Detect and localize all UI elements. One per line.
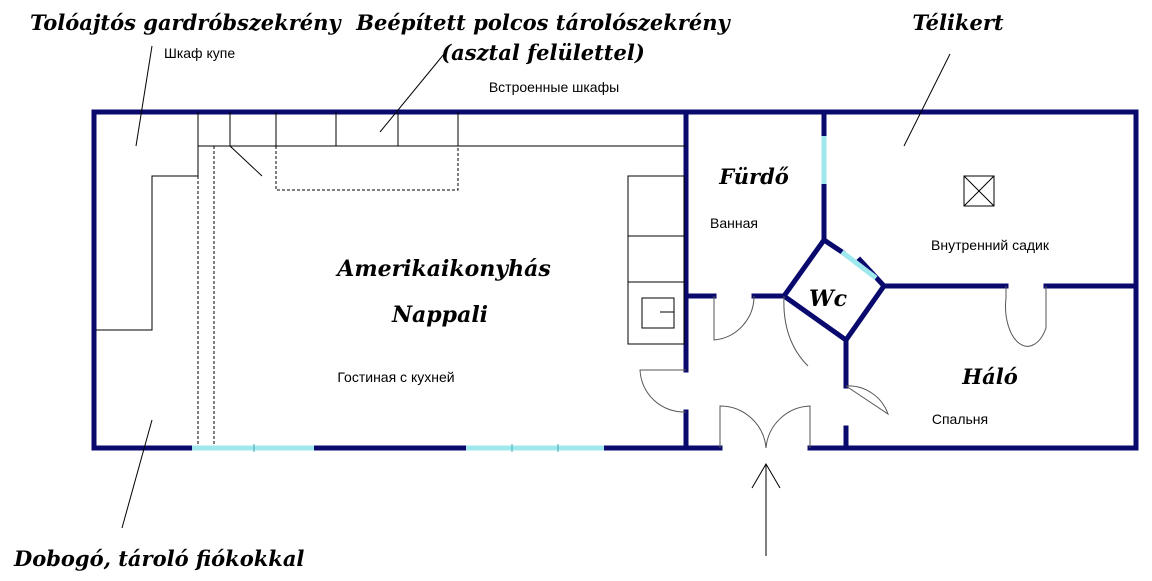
entrance-door-left [719,405,767,449]
leader-lines [121,45,951,529]
label-winter-garden-hu: Télikert [912,10,1004,35]
walls [91,109,1139,451]
kitchen-counter [627,175,685,345]
door-living [639,369,687,413]
wardrobe-outline [96,145,686,331]
label-bathroom-hu: Fürdő [718,164,789,189]
label-wardrobe-ru: Шкаф купе [164,45,235,61]
label-platform-hu: Dobogó, tároló fiókokkal [13,546,304,571]
entrance-arrow [751,463,781,556]
label-storage-hu-1: Beépített polcos tárolószekrény [355,10,731,35]
label-living-ru: Гостиная с кухней [337,369,454,385]
label-bedroom-ru: Спальня [932,411,988,427]
door-wc [783,295,809,367]
label-living-hu-2: Nappali [391,302,488,328]
door-bath [713,295,755,341]
label-winter-garden-ru: Внутренний садик [931,237,1050,253]
window-wc [840,250,878,280]
label-wardrobe-hu: Tolóajtós gardróbszekrény [30,10,342,35]
label-wc-hu: Wc [809,286,848,312]
label-bedroom-hu: Háló [961,364,1017,389]
label-living-hu-1: Amerikaikonyhás [335,256,550,282]
label-storage-hu-2: (asztal felülettel) [441,40,645,65]
label-bathroom-ru: Ванная [710,215,758,231]
door-halo [845,385,889,416]
furniture [96,112,995,446]
doors [639,286,1047,449]
skylight-icon [963,175,995,207]
door-telikert [1005,286,1047,347]
windows [192,136,878,452]
desk-surface [275,146,459,191]
sink-icon [641,297,675,329]
label-storage-ru: Встроенные шкафы [489,79,619,95]
entrance-door-right [765,405,811,449]
